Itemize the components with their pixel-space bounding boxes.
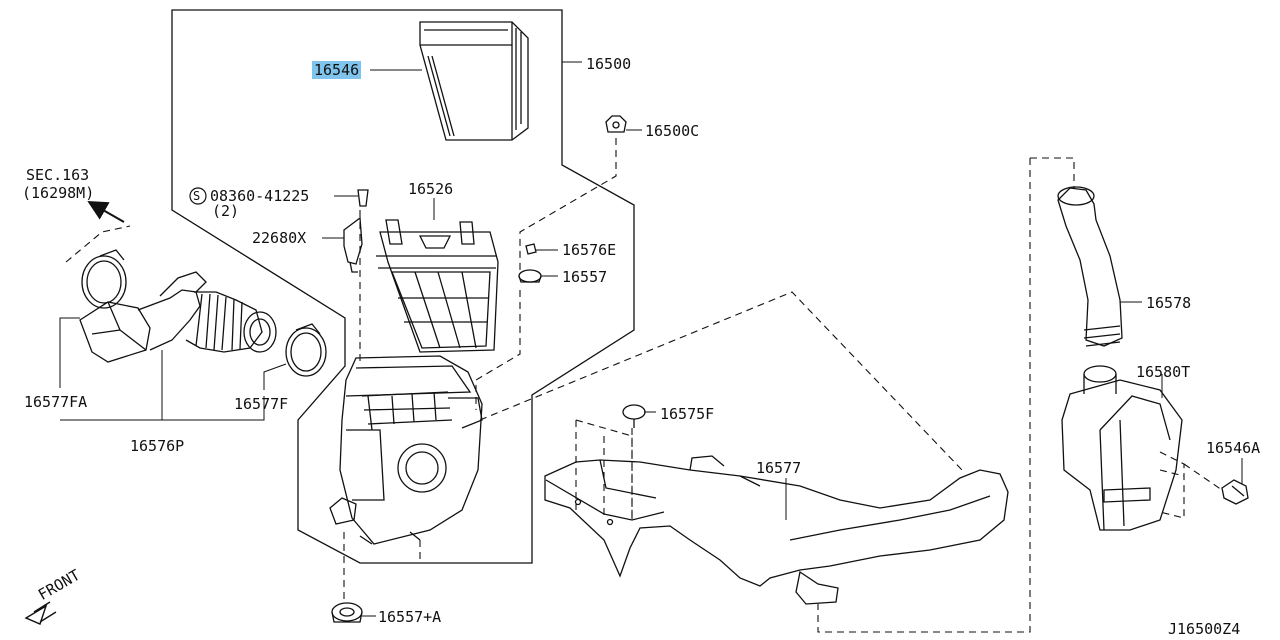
part-label-16546A[interactable]: 16546A: [1206, 439, 1261, 457]
hose-clamp-right: [285, 327, 327, 377]
part-label-16576P[interactable]: 16576P: [130, 437, 185, 455]
part-label-16578[interactable]: 16578: [1146, 294, 1192, 312]
part-label-16500[interactable]: 16500: [586, 55, 632, 73]
air-duct: [544, 455, 1009, 605]
resonator-box: [376, 219, 499, 353]
grommet-16576E: [525, 243, 537, 255]
part-label-16557[interactable]: 16557: [562, 268, 608, 286]
part-label-16526[interactable]: 16526: [408, 180, 454, 198]
section-ref-line1[interactable]: SEC.163: [26, 166, 90, 184]
diagram-id: J16500Z4: [1168, 620, 1241, 638]
part-label-16575F[interactable]: 16575F: [660, 405, 715, 423]
mount-16557: [518, 269, 542, 283]
part-label-16577FA[interactable]: 16577FA: [24, 393, 88, 411]
part-label-16577F[interactable]: 16577F: [234, 395, 289, 413]
front-arrow: [24, 601, 57, 625]
part-label-22680X[interactable]: 22680X: [252, 229, 307, 247]
part-label-bolt[interactable]: 08360-41225: [210, 187, 310, 205]
part-label-16546[interactable]: 16546: [312, 61, 362, 79]
section-ref-line2[interactable]: (16298M): [22, 184, 95, 202]
air-flow-sensor: [343, 189, 369, 273]
clip-16575F: [622, 404, 646, 428]
section-arrow: [87, 201, 125, 223]
assembly-outline: [171, 9, 635, 564]
bolt-16546A: [1221, 479, 1249, 505]
hose-16578: [1057, 186, 1123, 347]
part-label-16580T[interactable]: 16580T: [1136, 363, 1191, 381]
s-symbol-circle: [189, 187, 207, 205]
part-label-16577[interactable]: 16577: [756, 459, 802, 477]
part-label-16576E[interactable]: 16576E: [562, 241, 617, 259]
bolt-qty: (2): [212, 202, 240, 220]
part-label-16500C[interactable]: 16500C: [645, 122, 700, 140]
resonator-tank: [1061, 365, 1183, 531]
air-cleaner-case: [329, 355, 483, 545]
hose-clamp-left: [81, 255, 127, 309]
s-symbol: S: [193, 189, 201, 203]
part-label-16557A[interactable]: 16557+A: [378, 608, 442, 626]
mount-16557A: [331, 602, 363, 623]
air-filter-element: [419, 21, 529, 141]
bolt-16500C: [605, 115, 627, 133]
intake-hose: [79, 271, 277, 363]
